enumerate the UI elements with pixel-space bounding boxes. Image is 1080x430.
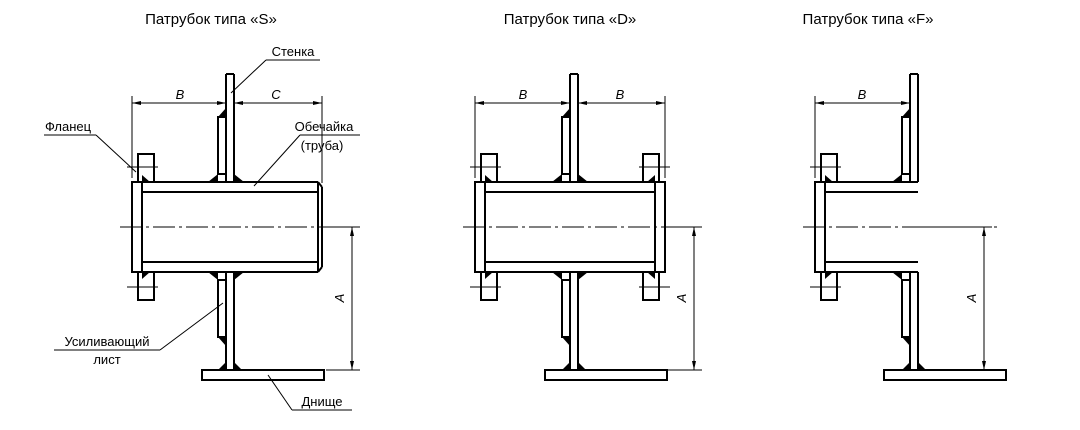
reinforcement-plate	[217, 108, 227, 346]
dimension-c-label: C	[271, 87, 281, 102]
dimension-b-label: B	[176, 87, 185, 102]
dimension-b-left: B	[474, 87, 570, 178]
dimension-c: C	[234, 87, 323, 183]
label-bottom: Днище	[267, 374, 352, 411]
label-flange: Фланец	[44, 119, 137, 173]
dimension-a: A	[922, 226, 1006, 371]
label-reinforcement: Усиливающий лист	[54, 302, 224, 367]
title-type-d: Патрубок типа «D»	[504, 11, 637, 28]
shell-pipe	[485, 174, 655, 280]
nozzle-type-s: B C A Стенка Фланец	[44, 44, 360, 411]
bottom-plate	[883, 362, 1007, 381]
dimension-b-label: B	[616, 87, 625, 102]
nozzle-type-d: B B A	[463, 73, 702, 381]
wall	[909, 73, 919, 370]
title-type-f: Патрубок типа «F»	[803, 11, 934, 28]
label-bottom-text: Днище	[301, 394, 342, 409]
reinforcement-plate	[561, 108, 571, 346]
dimension-a-label: A	[674, 294, 689, 304]
nozzle-type-f: B A	[803, 73, 1007, 381]
label-shell-text-1: Обечайка	[295, 119, 354, 134]
label-flange-text: Фланец	[45, 119, 92, 134]
shell-pipe	[825, 174, 918, 280]
dimension-b: B	[814, 87, 910, 178]
reinforcement-plate	[901, 108, 911, 346]
label-wall: Стенка	[230, 44, 320, 94]
wall	[225, 73, 235, 370]
dimension-b-right: B	[578, 87, 666, 178]
dimension-a-label: A	[964, 294, 979, 304]
dimension-a-label: A	[332, 294, 347, 304]
dimension-b: B	[131, 87, 226, 178]
wall	[569, 73, 579, 370]
bottom-plate	[201, 362, 325, 381]
dimension-a: A	[668, 226, 702, 371]
label-reinforcement-text-1: Усиливающий	[65, 334, 150, 349]
dimension-b-label: B	[858, 87, 867, 102]
dimension-b-label: B	[519, 87, 528, 102]
label-reinforcement-text-2: лист	[93, 352, 120, 367]
title-type-s: Патрубок типа «S»	[145, 11, 277, 28]
label-shell: Обечайка (труба)	[253, 119, 360, 187]
label-shell-text-2: (труба)	[301, 138, 344, 153]
dimension-a: A	[326, 226, 360, 371]
bottom-plate	[544, 362, 668, 381]
label-wall-text: Стенка	[272, 44, 316, 59]
